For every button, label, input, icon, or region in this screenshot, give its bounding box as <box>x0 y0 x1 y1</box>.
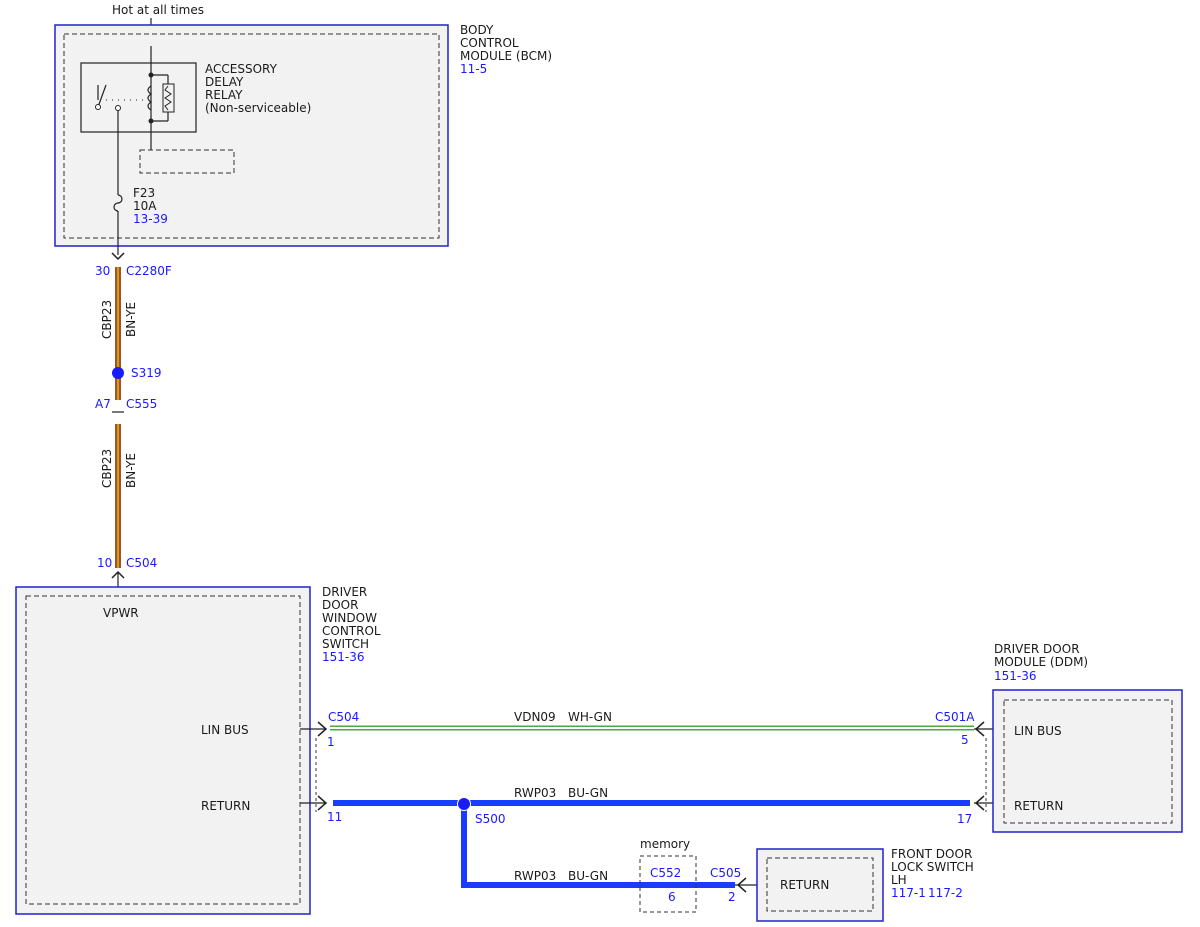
lock-name-1: FRONT DOOR <box>891 847 972 861</box>
lock-switch-box[interactable] <box>756 848 884 922</box>
splice-s319[interactable] <box>112 367 124 379</box>
switch-name-5: SWITCH <box>322 637 369 651</box>
branch-color: BU-GN <box>568 869 608 883</box>
color-bn-ye-upper: BN-YE <box>124 302 138 337</box>
splice-s500[interactable] <box>457 797 471 811</box>
lin-arrow-left-icon <box>317 721 328 737</box>
lin-left-connector[interactable]: C504 <box>328 710 359 724</box>
relay-box <box>80 62 197 133</box>
lin-color: WH-GN <box>568 710 612 724</box>
circuit-cbp23-upper: CBP23 <box>100 300 114 339</box>
relay-label-3: RELAY <box>205 88 243 102</box>
lin-right-connector[interactable]: C501A <box>935 710 975 724</box>
relay-label-4: (Non-serviceable) <box>205 101 311 115</box>
memory-label: memory <box>640 837 690 851</box>
color-bn-ye-lower: BN-YE <box>124 453 138 488</box>
c504-top-pin: 10 <box>97 556 112 570</box>
return-arrow-right-icon <box>974 795 985 811</box>
connector-arrow-icon <box>111 252 125 261</box>
ddm-return-label: RETURN <box>1014 799 1063 813</box>
c2280f-connector[interactable]: C2280F <box>126 264 172 278</box>
bcm-name-1: BODY <box>460 23 494 37</box>
ddm-lin-bus-label: LIN BUS <box>1014 724 1062 738</box>
lin-left-pin: 1 <box>327 735 335 749</box>
fuse-rating: 10A <box>133 199 157 213</box>
lin-right-pin: 5 <box>961 733 969 747</box>
c555-pin: A7 <box>95 397 111 411</box>
c555-connector[interactable]: C555 <box>126 397 157 411</box>
wire-rwp03-branch[interactable] <box>461 803 735 888</box>
lock-name-3: LH <box>891 873 907 887</box>
bcm-inner-dashed <box>63 33 440 239</box>
c552-pin: 6 <box>668 890 676 904</box>
c2280f-pin: 30 <box>95 264 110 278</box>
fuse-name: F23 <box>133 186 155 200</box>
bcm-name-2: CONTROL <box>460 36 519 50</box>
switch-name-3: WINDOW <box>322 611 377 625</box>
lin-arrow-right-icon <box>974 721 985 737</box>
splice-s319-label: S319 <box>131 366 162 380</box>
ddm-ref[interactable]: 151-36 <box>994 669 1037 683</box>
ddm-module-box[interactable] <box>992 689 1183 833</box>
lin-circuit: VDN09 <box>514 710 556 724</box>
switch-ref[interactable]: 151-36 <box>322 650 365 664</box>
c504-top-connector[interactable]: C504 <box>126 556 157 570</box>
ddm-name-1: DRIVER DOOR <box>994 642 1080 656</box>
bcm-name-3: MODULE (BCM) <box>460 49 552 63</box>
bcm-module-box[interactable] <box>54 24 449 247</box>
switch-return-label: RETURN <box>201 799 250 813</box>
switch-name-1: DRIVER <box>322 585 367 599</box>
ddm-name-2: MODULE (DDM) <box>994 655 1088 669</box>
return-color: BU-GN <box>568 786 608 800</box>
return-circuit: RWP03 <box>514 786 556 800</box>
relay-coil-icon <box>147 85 153 111</box>
splice-s500-label: S500 <box>475 812 506 826</box>
c552-connector[interactable]: C552 <box>650 866 681 880</box>
vpwr-label: VPWR <box>103 606 139 620</box>
lock-ref-2[interactable]: 117-2 <box>928 886 963 900</box>
return-left-pin: 11 <box>327 810 342 824</box>
window-switch-box[interactable] <box>15 586 311 915</box>
return-right-pin: 17 <box>957 812 972 826</box>
switch-name-2: DOOR <box>322 598 358 612</box>
bcm-ref[interactable]: 11-5 <box>460 62 487 76</box>
memory-connector-box <box>639 855 697 913</box>
relay-label-2: DELAY <box>205 75 244 89</box>
lock-return-label: RETURN <box>780 878 829 892</box>
branch-circuit: RWP03 <box>514 869 556 883</box>
fuse-icon <box>113 194 123 212</box>
switch-lin-bus-label: LIN BUS <box>201 723 249 737</box>
fuse-ref[interactable]: 13-39 <box>133 212 168 226</box>
circuit-cbp23-lower: CBP23 <box>100 449 114 488</box>
c505-connector[interactable]: C505 <box>710 866 741 880</box>
return-arrow-left-icon <box>317 795 328 811</box>
lock-name-2: LOCK SWITCH <box>891 860 974 874</box>
relay-label-1: ACCESSORY <box>205 62 278 76</box>
lock-ref-1[interactable]: 117-1 <box>891 886 926 900</box>
relay-switch-icon <box>97 84 107 108</box>
switch-name-4: CONTROL <box>322 624 381 638</box>
hot-at-all-times-label: Hot at all times <box>112 3 204 17</box>
c505-pin: 2 <box>728 890 736 904</box>
c505-arrow-icon <box>736 877 747 893</box>
